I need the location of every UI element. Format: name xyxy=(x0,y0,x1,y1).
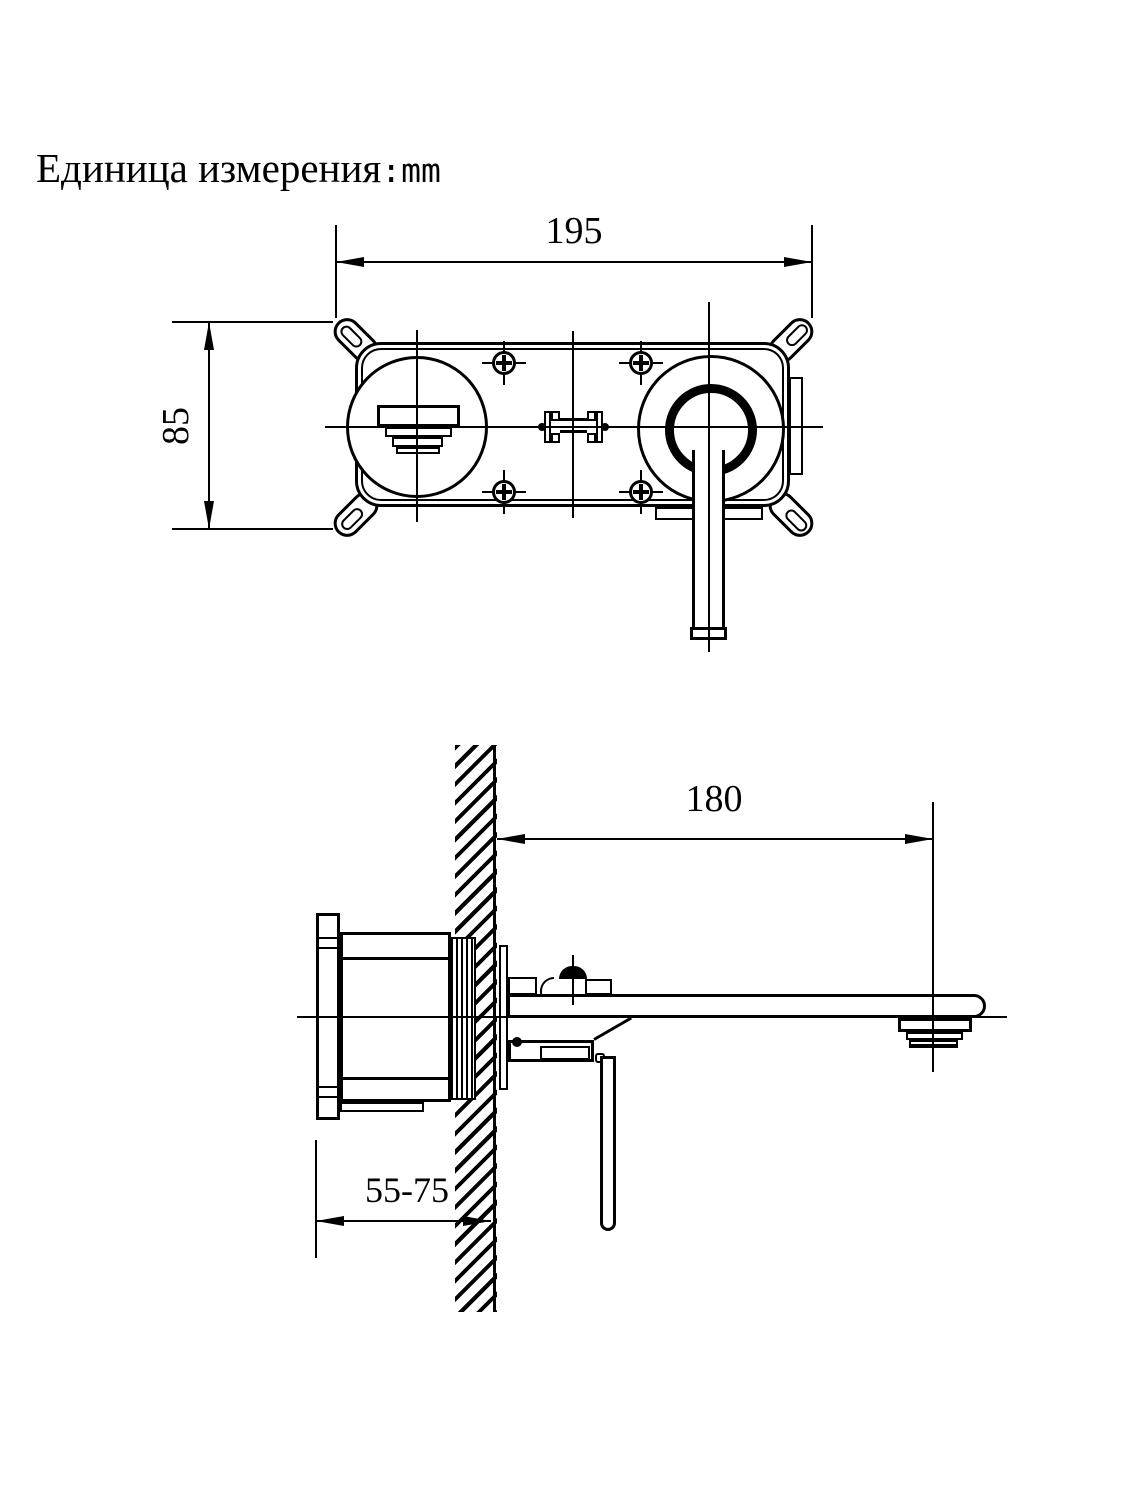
dim-label-reach: 180 xyxy=(685,778,743,820)
dim-label-depth: 55-75 xyxy=(365,1170,449,1210)
union-right-tab-bottom xyxy=(587,433,596,443)
arrowhead-195-left xyxy=(336,257,364,267)
bracket-line-3 xyxy=(316,1086,340,1088)
centerline-horizontal-top-view xyxy=(325,426,823,428)
arrowhead-5575-right xyxy=(463,1216,491,1226)
wall-face-line xyxy=(493,745,496,1312)
thread-line-1 xyxy=(456,939,458,1098)
outlet-step-4 xyxy=(396,447,440,454)
bracket-line-2 xyxy=(316,947,340,949)
dim-line-195 xyxy=(336,261,812,263)
ear-hole xyxy=(783,321,811,349)
valve-body-line-top xyxy=(340,957,451,960)
dim-line-85 xyxy=(208,322,210,529)
cap-block-left xyxy=(508,977,537,995)
ext-line-195-left xyxy=(335,225,337,318)
dim-line-180 xyxy=(497,838,933,840)
housing-screw-dot xyxy=(512,1037,522,1047)
centerline-horizontal-side-view xyxy=(297,1016,1007,1018)
arrowhead-180-right xyxy=(905,834,933,844)
ext-line-85-top xyxy=(172,321,333,323)
thread-line-2 xyxy=(461,939,463,1098)
cap-arc-piece xyxy=(540,977,554,995)
thread-line-4 xyxy=(471,939,473,1098)
centerline-cartridge-cap xyxy=(572,955,574,1005)
union-left-tab-top xyxy=(551,411,560,421)
ear-hole xyxy=(338,505,366,533)
housing-transition-line xyxy=(593,1016,632,1041)
aerator-step-1 xyxy=(898,1018,972,1032)
handle-pivot-inner xyxy=(540,1046,590,1060)
bracket-line-4 xyxy=(316,1096,340,1098)
thread-line-3 xyxy=(466,939,468,1098)
unit-label: Единица измерения xyxy=(36,145,382,191)
arrowhead-85-down xyxy=(204,501,214,529)
handle-lever-side xyxy=(600,1056,616,1231)
valve-body-foot xyxy=(340,1102,424,1112)
arrowhead-85-up xyxy=(204,322,214,350)
aerator-step-2 xyxy=(906,1032,963,1040)
arrowhead-5575-left xyxy=(316,1216,344,1226)
centerline-center xyxy=(572,331,574,518)
spout-body xyxy=(507,994,986,1018)
ext-line-180 xyxy=(932,802,934,1072)
ear-hole xyxy=(337,323,365,351)
unit-value: :mm xyxy=(381,151,441,190)
arrowhead-180-left xyxy=(497,834,525,844)
dim-line-5575 xyxy=(316,1220,491,1222)
dim-label-width: 195 xyxy=(545,210,603,252)
centerline-cartridge xyxy=(708,302,710,652)
outlet-step-2 xyxy=(385,427,452,437)
union-right-tab-top xyxy=(587,411,596,421)
unit-of-measure-title: Единица измерения:mm xyxy=(36,144,441,192)
outlet-step-1 xyxy=(377,405,460,427)
ext-line-5575 xyxy=(315,1140,317,1258)
valve-body-line-bottom xyxy=(340,1077,451,1080)
bracket-line-1 xyxy=(316,937,340,939)
cap-block-right xyxy=(585,979,612,995)
centerline-left-port xyxy=(416,330,418,522)
dim-label-height: 85 xyxy=(155,407,197,445)
ext-line-85-bottom xyxy=(172,528,333,530)
arrowhead-195-right xyxy=(784,257,812,267)
ear-hole xyxy=(782,507,810,534)
union-left-tab-bottom xyxy=(551,433,560,443)
ext-line-195-right xyxy=(811,225,813,318)
